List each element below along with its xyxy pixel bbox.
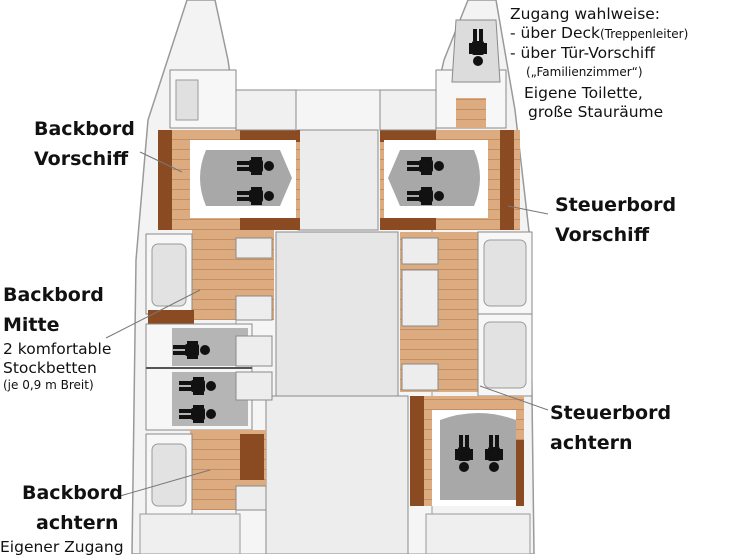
access-note-line3: - über Tür-Vorschiff [510, 44, 655, 62]
access-note-line4: („Familienzimmer“) [526, 65, 643, 79]
port-aft-line3: Eigener Zugang [0, 538, 124, 556]
label-port-aft: Backbord achtern Eigener Zugang [0, 478, 124, 557]
access-note: Zugang wahlweise: - über Deck(Treppenlei… [510, 5, 688, 122]
port-aft-line2: achtern [36, 512, 119, 534]
port-forward-line2: Vorschiff [34, 148, 129, 170]
label-starboard-aft: Steuerbord achtern [550, 398, 671, 458]
access-note-line6: große Stauräume [528, 103, 664, 121]
aft-cockpit [265, 395, 409, 554]
forward-storage [297, 129, 379, 231]
port-forward-line1: Backbord [34, 118, 135, 140]
port-middle-line3: 2 komfortable [3, 340, 112, 358]
access-note-ladder: (Treppenleiter) [600, 27, 689, 41]
starboard-aft-line2: achtern [550, 432, 633, 454]
starboard-aft-line1: Steuerbord [550, 402, 672, 424]
port-middle-line4: Stockbetten [3, 359, 97, 377]
port-middle-line2: Mitte [3, 314, 60, 336]
label-port-forward: Backbord Vorschiff [34, 114, 135, 174]
saloon-table-area [275, 231, 399, 397]
access-note-line5: Eigene Toilette, [524, 84, 643, 102]
port-middle-line5: (je 0,9 m Breit) [3, 378, 94, 392]
starboard-forward-line2: Vorschiff [555, 224, 650, 246]
leader-lines [105, 151, 549, 497]
port-aft-line1: Backbord [22, 482, 123, 504]
starboard-forward-line1: Steuerbord [555, 194, 677, 216]
access-note-deck: - über Deck [510, 24, 600, 42]
label-starboard-forward: Steuerbord Vorschiff [555, 190, 676, 250]
label-port-middle: Backbord Mitte 2 komfortable Stockbetten… [3, 280, 111, 392]
access-note-line2: - über Deck(Treppenleiter) [510, 24, 688, 44]
access-note-line1: Zugang wahlweise: [510, 5, 661, 23]
port-middle-line1: Backbord [3, 284, 104, 306]
